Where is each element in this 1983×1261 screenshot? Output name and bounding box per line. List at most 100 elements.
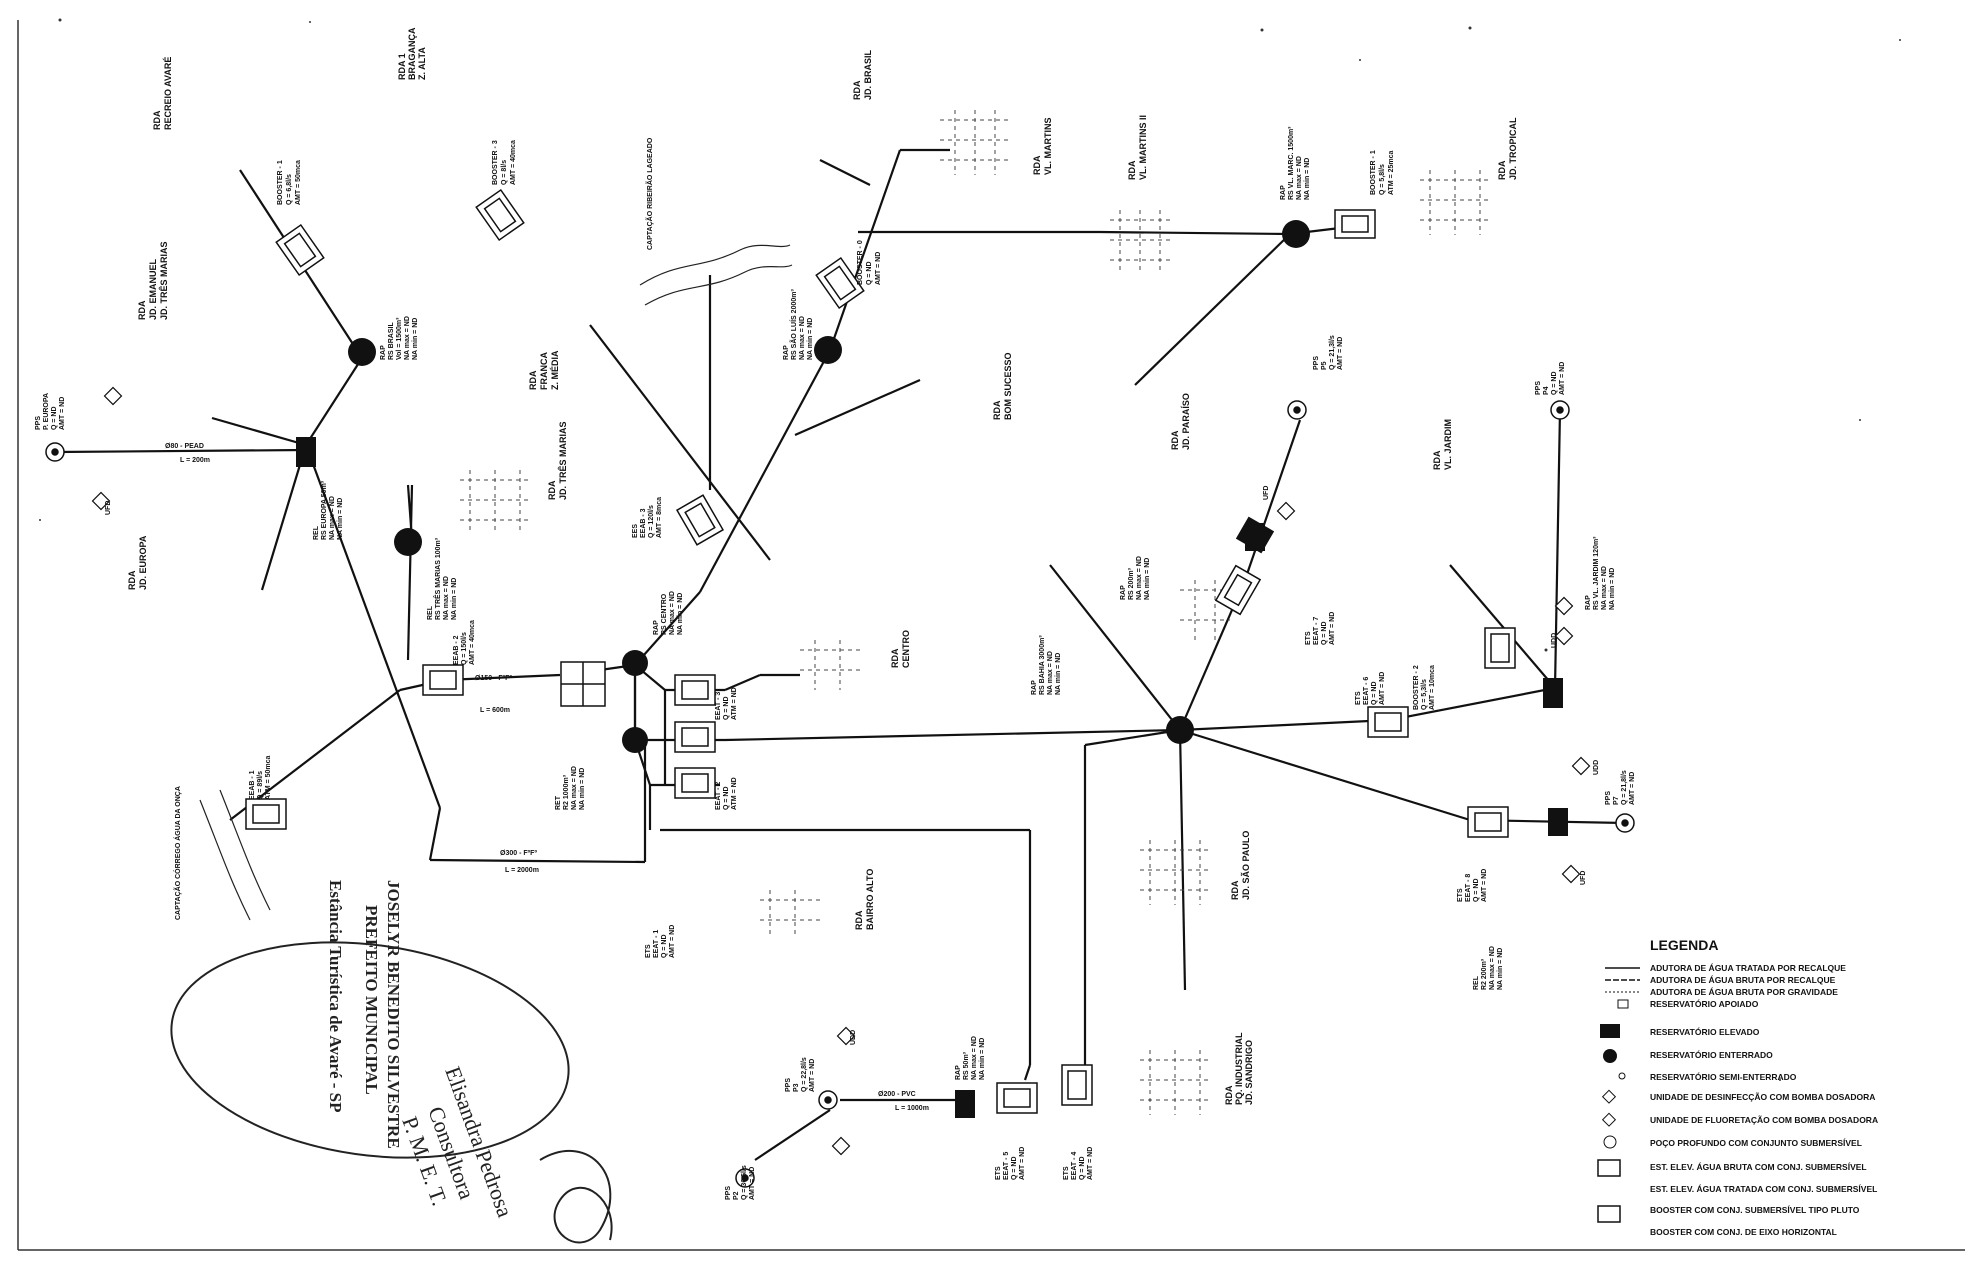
svg-text:PPSP2Q = 36,5l/sAMT = ND: PPSP2Q = 36,5l/sAMT = ND <box>725 1165 756 1200</box>
svg-text:RELRS EUROPA 50m³NA max = NDNA: RELRS EUROPA 50m³NA max = NDNA min = ND <box>313 480 344 540</box>
svg-text:PREFEITO MUNICIPAL: PREFEITO MUNICIPAL <box>362 905 381 1095</box>
svg-text:EEAT - 2Q = NDATM = ND: EEAT - 2Q = NDATM = ND <box>715 777 738 810</box>
svg-text:EEAB - 1Q = 89l/sATM = 50mca: EEAB - 1Q = 89l/sATM = 50mca <box>249 755 272 800</box>
svg-text:Ø200 - PVC: Ø200 - PVC <box>878 1091 916 1098</box>
reservoir-buried-brasil <box>348 338 376 366</box>
svg-text:RESERVATÓRIO ENTERRADO: RESERVATÓRIO ENTERRADO <box>1650 1049 1773 1060</box>
svg-text:BOOSTER - 2Q = 5,3l/sAMT = 10m: BOOSTER - 2Q = 5,3l/sAMT = 10mca <box>1413 665 1436 710</box>
svg-text:CAPTAÇÃO RIBEIRÃO LAGEADO: CAPTAÇÃO RIBEIRÃO LAGEADO <box>645 137 654 250</box>
svg-text:RDAJD. TRÊS MARIAS: RDAJD. TRÊS MARIAS <box>547 421 568 500</box>
svg-text:PPSP. EUROPAQ = NDAMT = ND: PPSP. EUROPAQ = NDAMT = ND <box>35 393 66 430</box>
svg-text:PPSP5Q = 21,3l/sAMT = ND: PPSP5Q = 21,3l/sAMT = ND <box>1313 335 1344 370</box>
svg-text:L = 200m: L = 200m <box>180 457 210 464</box>
svg-text:RDAJD. PARAÍSO: RDAJD. PARAÍSO <box>1170 393 1191 450</box>
svg-text:BOOSTER COM CONJ. DE EIXO HORI: BOOSTER COM CONJ. DE EIXO HORIZONTAL <box>1650 1227 1837 1237</box>
legend-items: ADUTORA DE ÁGUA TRATADA POR RECALQUE ADU… <box>1598 963 1878 1237</box>
river-agua-da-onca <box>200 800 250 920</box>
svg-text:L = 2000m: L = 2000m <box>505 867 539 874</box>
svg-text:EEAT - 3Q = NDATM = ND: EEAT - 3Q = NDATM = ND <box>715 687 738 720</box>
reservoir-elevated-jardim <box>1543 678 1563 708</box>
svg-text:UDD: UDD <box>1593 760 1600 775</box>
svg-text:RESERVATÓRIO APOIADO: RESERVATÓRIO APOIADO <box>1650 998 1759 1009</box>
svg-text:ETSEEAT - 6Q = NDAMT = ND: ETSEEAT - 6Q = NDAMT = ND <box>1355 672 1386 705</box>
svg-text:Ø80 - PEAD: Ø80 - PEAD <box>165 443 204 450</box>
svg-text:EST. ELEV. ÁGUA BRUTA COM CONJ: EST. ELEV. ÁGUA BRUTA COM CONJ. SUBMERSÍ… <box>1650 1162 1867 1172</box>
svg-text:RDACENTRO: RDACENTRO <box>890 630 911 668</box>
svg-text:PPSP4Q = NDAMT = ND: PPSP4Q = NDAMT = ND <box>1535 362 1566 395</box>
svg-text:BOOSTER COM CONJ. SUBMERSÍVEL: BOOSTER COM CONJ. SUBMERSÍVEL TIPO PLUTO <box>1650 1205 1860 1215</box>
svg-text:RAPRS VL. JARDIM 120m³NA max =: RAPRS VL. JARDIM 120m³NA max = NDNA min … <box>1585 536 1616 610</box>
reservoir-buried-sao-luis <box>814 336 842 364</box>
svg-text:BOOSTER - 1Q = 6,8l/sAMT = 50m: BOOSTER - 1Q = 6,8l/sAMT = 50mca <box>277 160 302 205</box>
svg-text:RDAPQ. INDUSTRIALJD. SANDRIGO: RDAPQ. INDUSTRIALJD. SANDRIGO <box>1224 1032 1254 1105</box>
reservoir-buried-tres-marias <box>394 528 422 556</box>
svg-text:POÇO PROFUNDO COM CONJUNTO SUB: POÇO PROFUNDO COM CONJUNTO SUBMERSÍVEL <box>1650 1138 1862 1148</box>
svg-text:ADUTORA DE ÁGUA TRATADA POR RE: ADUTORA DE ÁGUA TRATADA POR RECALQUE <box>1650 963 1846 973</box>
svg-text:PPSP3Q = 22,8l/sAMT = ND: PPSP3Q = 22,8l/sAMT = ND <box>785 1057 816 1092</box>
svg-text:ETSEEAT - 8Q = NDAMT = ND: ETSEEAT - 8Q = NDAMT = ND <box>1457 869 1488 902</box>
svg-text:RDAJD. EMANUELJD. TRÊS MARIAS: RDAJD. EMANUELJD. TRÊS MARIAS <box>137 241 169 320</box>
reservoir-buried-martins <box>1282 220 1310 248</box>
svg-text:RDAVL. JARDIM: RDAVL. JARDIM <box>1432 419 1453 470</box>
svg-text:RAPRS 50m³NA max = NDNA min =: RAPRS 50m³NA max = NDNA min = ND <box>955 1036 986 1080</box>
svg-text:Ø150 - FºFº: Ø150 - FºFº <box>475 675 512 682</box>
svg-text:L = 1000m: L = 1000m <box>895 1105 929 1112</box>
svg-text:UNIDADE DE FLUORETAÇÃO COM BOM: UNIDADE DE FLUORETAÇÃO COM BOMBA DOSADOR… <box>1650 1115 1878 1125</box>
svg-text:PPSP7Q = 21,8l/sAMT = ND: PPSP7Q = 21,8l/sAMT = ND <box>1605 770 1636 805</box>
svg-text:ETSEEAT - 7Q = NDAMT = ND: ETSEEAT - 7Q = NDAMT = ND <box>1305 612 1336 645</box>
scan-noise <box>39 19 1901 1102</box>
svg-text:ADUTORA DE ÁGUA BRUTA POR GRAV: ADUTORA DE ÁGUA BRUTA POR GRAVIDADE <box>1650 987 1838 997</box>
svg-text:RESERVATÓRIO ELEVADO: RESERVATÓRIO ELEVADO <box>1650 1026 1760 1037</box>
svg-text:RETR2 1000m³NA max = NDNA min: RETR2 1000m³NA max = NDNA min = ND <box>555 766 586 810</box>
svg-text:RESERVATÓRIO SEMI-ENTERRADO: RESERVATÓRIO SEMI-ENTERRADO <box>1650 1071 1797 1082</box>
pipe-labels: Ø80 - PEAD L = 200m Ø150 - FºFº L = 600m… <box>165 443 929 1112</box>
svg-text:L = 600m: L = 600m <box>480 707 510 714</box>
svg-text:EST. ELEV. ÁGUA TRATADA COM CO: EST. ELEV. ÁGUA TRATADA COM CONJ. SUBMER… <box>1650 1184 1877 1194</box>
reservoir-buried-bahia <box>1166 716 1194 744</box>
svg-text:RAPRS BRASILVol = 1500m³NA max: RAPRS BRASILVol = 1500m³NA max = NDNA mi… <box>380 316 419 360</box>
reservoir-elevated-200 <box>1548 808 1568 836</box>
svg-text:CAPTAÇÃO CÓRREGO ÁGUA DA ONÇA: CAPTAÇÃO CÓRREGO ÁGUA DA ONÇA <box>173 786 182 920</box>
svg-text:UFD: UFD <box>105 501 112 515</box>
svg-text:RDAVL. MARTINS II: RDAVL. MARTINS II <box>1127 115 1148 180</box>
svg-text:UFD: UFD <box>1580 871 1587 885</box>
reservoir-elevated-industrial <box>955 1090 975 1118</box>
svg-text:RELR2 200m³NA max = NDNA min =: RELR2 200m³NA max = NDNA min = ND <box>1473 946 1504 990</box>
svg-text:BOOSTER - 1Q = 5,8l/sATM = 25m: BOOSTER - 1Q = 5,8l/sATM = 25mca <box>1370 150 1395 195</box>
svg-text:JOSELYR BENEDITO SILVESTRE: JOSELYR BENEDITO SILVESTRE <box>384 880 403 1149</box>
svg-text:RELRS TRÊS MARIAS 100m³NA max: RELRS TRÊS MARIAS 100m³NA max = NDNA min… <box>427 537 458 620</box>
reservoir-buried-centro-1 <box>622 650 648 676</box>
svg-text:RAPRS CENTRONA max = NDNA min: RAPRS CENTRONA max = NDNA min = ND <box>653 591 684 635</box>
treatment-units <box>93 388 1590 1155</box>
river-ribeirao-lageado <box>640 245 790 285</box>
legend: LEGENDA ADUTORA DE ÁGUA TRATADA POR RECA… <box>1598 937 1878 1237</box>
svg-text:BOOSTER - 0Q = NDAMT = ND: BOOSTER - 0Q = NDAMT = ND <box>857 240 882 285</box>
official-stamp: JOSELYR BENEDITO SILVESTRE PREFEITO MUNI… <box>157 880 611 1242</box>
svg-text:RAPRS BAHIA 3000m³NA max = NDN: RAPRS BAHIA 3000m³NA max = NDNA min = ND <box>1031 635 1062 695</box>
svg-text:LEGENDA: LEGENDA <box>1650 937 1718 953</box>
svg-text:RDA 1BRAGANÇAZ. ALTA: RDA 1BRAGANÇAZ. ALTA <box>397 27 427 80</box>
svg-text:RDAJD. SÃO PAULO: RDAJD. SÃO PAULO <box>1230 831 1251 900</box>
svg-text:RDAJD. TROPICAL: RDAJD. TROPICAL <box>1497 117 1518 180</box>
svg-text:EEAB - 2Q = 150l/sAMT = 40mca: EEAB - 2Q = 150l/sAMT = 40mca <box>453 620 476 665</box>
svg-text:ADUTORA DE ÁGUA BRUTA POR RECA: ADUTORA DE ÁGUA BRUTA POR RECALQUE <box>1650 975 1836 985</box>
svg-text:ETSEEAT - 5Q = NDAMT = ND: ETSEEAT - 5Q = NDAMT = ND <box>995 1147 1026 1180</box>
reservoir-buried-centro-2 <box>622 727 648 753</box>
reservoirs <box>296 220 1568 1118</box>
svg-text:RDAFRANCAZ. MÉDIA: RDAFRANCAZ. MÉDIA <box>528 350 560 390</box>
svg-text:RDARECREIO AVARÉ: RDARECREIO AVARÉ <box>152 57 173 130</box>
svg-text:UDD: UDD <box>1551 633 1558 648</box>
svg-text:EESEEAB - 3Q = 120l/sAMT = 8mc: EESEEAB - 3Q = 120l/sAMT = 8mca <box>632 497 663 538</box>
svg-text:RDAJD. BRASIL: RDAJD. BRASIL <box>852 49 873 100</box>
svg-text:RAPRS VL. MARC. 1500m³NA max =: RAPRS VL. MARC. 1500m³NA max = NDNA min … <box>1280 126 1311 200</box>
svg-text:ETSEEAT - 4Q = NDAMT = ND: ETSEEAT - 4Q = NDAMT = ND <box>1063 1147 1094 1180</box>
pump-stations <box>246 190 1515 1113</box>
svg-text:RAPRS 200m³NA max = NDNA min =: RAPRS 200m³NA max = NDNA min = ND <box>1120 556 1151 600</box>
svg-text:RDAVL. MARTINS: RDAVL. MARTINS <box>1032 118 1053 176</box>
svg-text:UFD: UFD <box>1263 486 1270 500</box>
svg-text:Ø300 - FºFº: Ø300 - FºFº <box>500 850 537 857</box>
reservoir-elevated-europa <box>296 437 316 467</box>
svg-text:UNIDADE DE DESINFECÇÃO COM BOM: UNIDADE DE DESINFECÇÃO COM BOMBA DOSADOR… <box>1650 1092 1875 1102</box>
svg-text:BOOSTER - 3Q = 8l/sAMT = 40mca: BOOSTER - 3Q = 8l/sAMT = 40mca <box>492 140 517 185</box>
